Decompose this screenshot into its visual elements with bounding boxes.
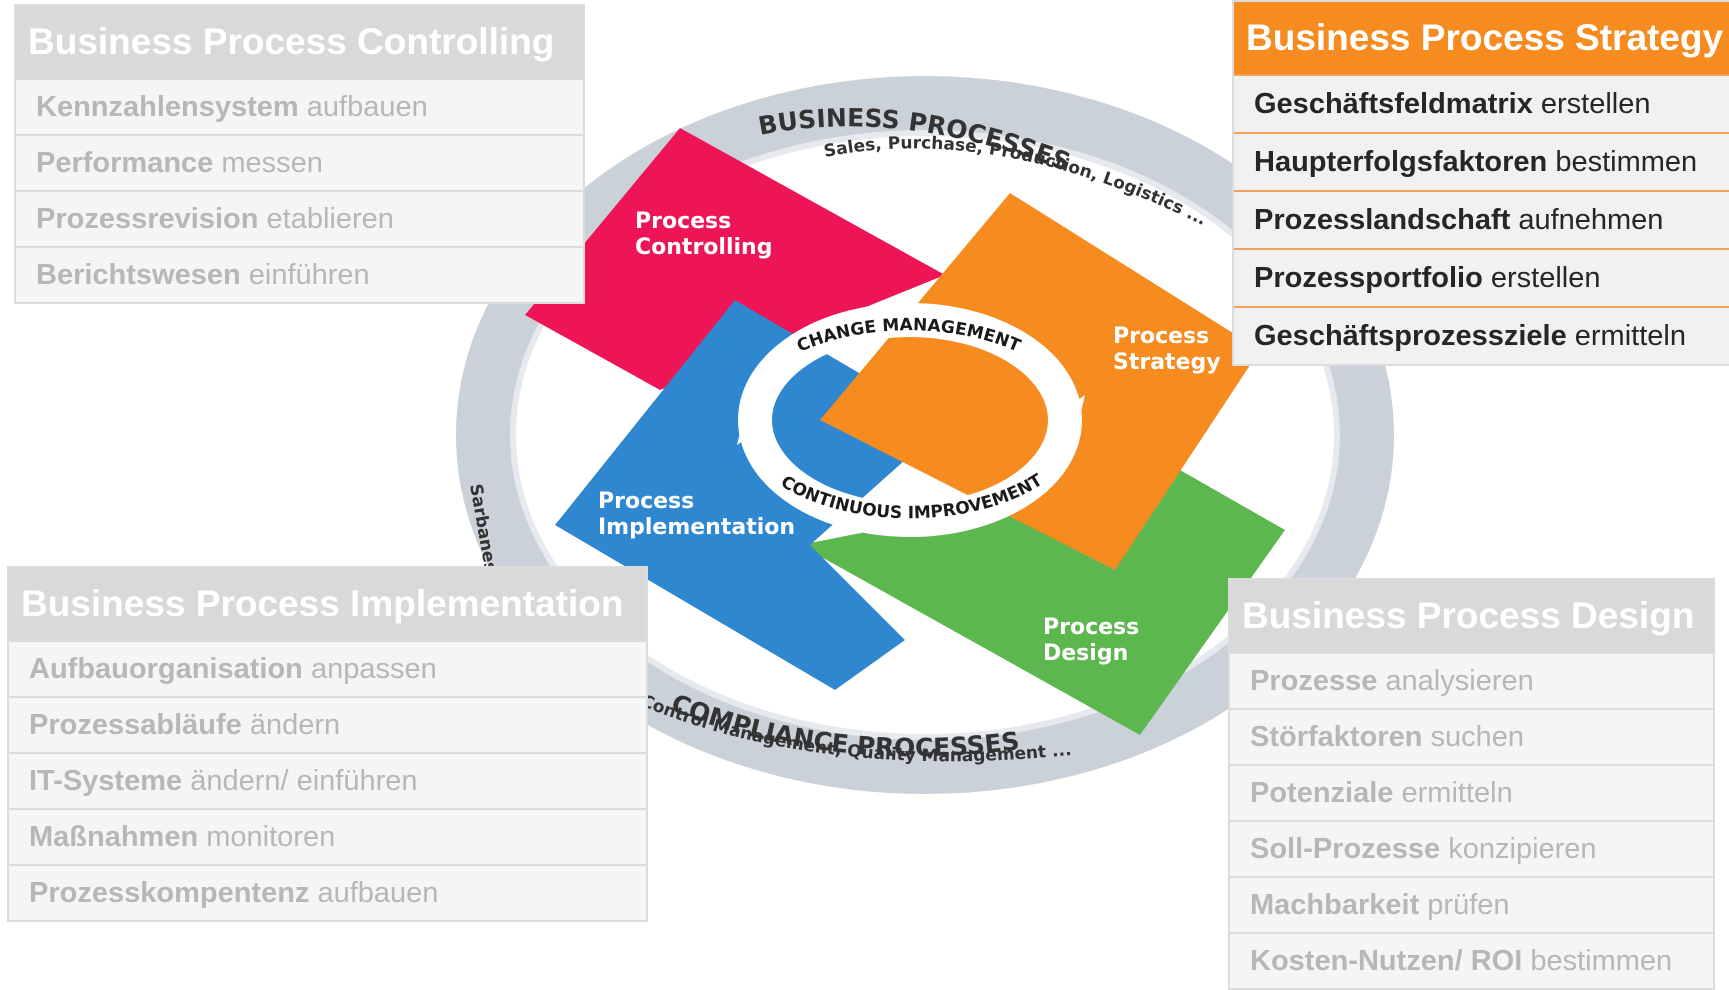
item-keyword: Prozesslandschaft: [1254, 204, 1511, 236]
list-item[interactable]: Machbarkeit prüfen: [1230, 876, 1713, 932]
list-item[interactable]: Geschäftsfeldmatrix erstellen: [1234, 74, 1729, 132]
list-item[interactable]: IT-Systeme ändern/ einführen: [9, 752, 646, 808]
panel-strategy[interactable]: Business Process Strategy Geschäftsfeldm…: [1232, 0, 1729, 366]
panel-design[interactable]: Business Process Design Prozesse analysi…: [1228, 578, 1715, 990]
quadrant-design-label-2: Design: [1043, 641, 1128, 666]
panel-controlling-title: Business Process Controlling: [16, 6, 583, 78]
item-action: aufnehmen: [1510, 204, 1664, 236]
item-keyword: Kosten-Nutzen/ ROI: [1250, 945, 1523, 977]
panel-implementation-title: Business Process Implementation: [9, 568, 646, 640]
quadrant-strategy-label-1: Process: [1113, 324, 1209, 349]
panel-strategy-title: Business Process Strategy: [1234, 2, 1729, 74]
item-action: aufbauen: [298, 91, 428, 123]
list-item[interactable]: Performance messen: [16, 134, 583, 190]
item-keyword: IT-Systeme: [29, 765, 183, 797]
quadrant-design-label-1: Process: [1043, 615, 1139, 640]
item-keyword: Machbarkeit: [1250, 889, 1420, 921]
list-item[interactable]: Soll-Prozesse konzipieren: [1230, 820, 1713, 876]
item-keyword: Potenziale: [1250, 777, 1394, 809]
inner-ring: [737, 303, 1085, 537]
list-item[interactable]: Prozessportfolio erstellen: [1234, 248, 1729, 306]
quadrant-implementation-label-2: Implementation: [598, 515, 795, 540]
outer-ring-band: [456, 76, 1394, 794]
list-item[interactable]: Potenziale ermitteln: [1230, 764, 1713, 820]
list-item[interactable]: Geschäftsprozessziele ermitteln: [1234, 306, 1729, 364]
item-action: ändern/ einführen: [182, 765, 418, 797]
item-keyword: Geschäftsprozessziele: [1254, 320, 1567, 352]
item-keyword: Aufbauorganisation: [29, 653, 303, 685]
outer-ring: [456, 76, 1394, 794]
quadrant-controlling-label-2: Controlling: [635, 235, 772, 260]
list-item[interactable]: Prozessabläufe ändern: [9, 696, 646, 752]
item-keyword: Geschäftsfeldmatrix: [1254, 88, 1533, 120]
item-action: bestimmen: [1522, 945, 1673, 977]
quadrant-implementation-label-1: Process: [598, 489, 694, 514]
item-action: ändern: [241, 709, 341, 741]
quadrant-implementation-shape[interactable]: [555, 300, 905, 690]
item-action: erstellen: [1482, 262, 1601, 294]
list-item[interactable]: Prozesslandschaft aufnehmen: [1234, 190, 1729, 248]
list-item[interactable]: Maßnahmen monitoren: [9, 808, 646, 864]
item-action: einführen: [240, 259, 370, 291]
item-keyword: Kennzahlensystem: [36, 91, 299, 123]
panel-design-title: Business Process Design: [1230, 580, 1713, 652]
list-item[interactable]: Prozesskompentenz aufbauen: [9, 864, 646, 920]
quadrant-controlling-shape[interactable]: [525, 128, 945, 390]
item-action: ermitteln: [1566, 320, 1686, 352]
list-item[interactable]: Kosten-Nutzen/ ROI bestimmen: [1230, 932, 1713, 988]
item-keyword: Prozessrevision: [36, 203, 259, 235]
item-keyword: Prozessportfolio: [1254, 262, 1483, 294]
list-item[interactable]: Haupterfolgsfaktoren bestimmen: [1234, 132, 1729, 190]
item-keyword: Haupterfolgsfaktoren: [1254, 146, 1548, 178]
item-keyword: Soll-Prozesse: [1250, 833, 1441, 865]
item-action: erstellen: [1532, 88, 1651, 120]
quadrant-controlling-label-1: Process: [635, 209, 731, 234]
list-item[interactable]: Berichtswesen einführen: [16, 246, 583, 302]
item-action: konzipieren: [1440, 833, 1597, 865]
item-keyword: Störfaktoren: [1250, 721, 1423, 753]
list-item[interactable]: Aufbauorganisation anpassen: [9, 640, 646, 696]
item-keyword: Prozesskompentenz: [29, 877, 310, 909]
item-action: bestimmen: [1547, 146, 1698, 178]
panel-controlling[interactable]: Business Process Controlling Kennzahlens…: [14, 4, 585, 304]
outer-ring-highlight: [510, 130, 1340, 740]
item-action: etablieren: [258, 203, 394, 235]
panel-implementation[interactable]: Business Process Implementation Aufbauor…: [7, 566, 648, 922]
inner-ring-arrow-right: [1050, 395, 1085, 450]
item-action: prüfen: [1419, 889, 1510, 921]
item-action: aufbauen: [309, 877, 439, 909]
list-item[interactable]: Prozesse analysieren: [1230, 652, 1713, 708]
item-keyword: Prozessabläufe: [29, 709, 242, 741]
list-item[interactable]: Kennzahlensystem aufbauen: [16, 78, 583, 134]
item-action: messen: [213, 147, 323, 179]
list-item[interactable]: Störfaktoren suchen: [1230, 708, 1713, 764]
item-action: suchen: [1422, 721, 1524, 753]
item-keyword: Prozesse: [1250, 665, 1378, 697]
item-action: ermitteln: [1393, 777, 1513, 809]
item-keyword: Maßnahmen: [29, 821, 199, 853]
inner-ring-arrow-left: [737, 390, 772, 445]
item-action: analysieren: [1377, 665, 1534, 697]
item-keyword: Berichtswesen: [36, 259, 241, 291]
quadrant-strategy-label-2: Strategy: [1113, 350, 1221, 375]
item-keyword: Performance: [36, 147, 214, 179]
list-item[interactable]: Prozessrevision etablieren: [16, 190, 583, 246]
item-action: anpassen: [302, 653, 437, 685]
item-action: monitoren: [198, 821, 336, 853]
